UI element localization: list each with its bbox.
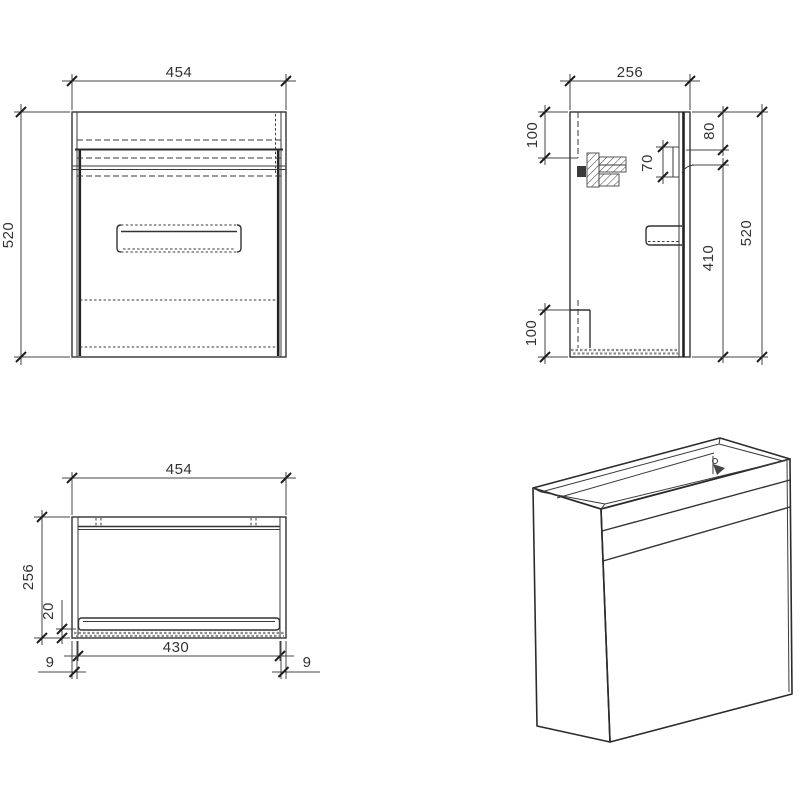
side-view: 256 100 70 80 <box>523 64 768 365</box>
dim-label-back-rail: 20 <box>40 602 57 620</box>
bottom-depth-dimension: 256 <box>20 510 70 645</box>
door-handle-recess <box>116 224 242 253</box>
dim-label-side-depth: 256 <box>617 64 644 81</box>
dim-label-side-height: 520 <box>738 220 755 247</box>
basin-top-face <box>532 437 791 510</box>
wall-bracket-detail <box>577 152 627 188</box>
side-height-dimension: 520 <box>692 104 768 365</box>
side-panel-face <box>532 487 611 743</box>
front-view-outline <box>71 111 287 358</box>
panel-right-dimension: 9 <box>272 641 320 679</box>
bottom-width-dimension: 454 <box>62 461 296 515</box>
dim-label-door-top-offset: 80 <box>701 122 718 140</box>
bracket-offset-dimension: 100 <box>524 105 578 165</box>
side-view-outline <box>569 111 691 358</box>
dim-label-bottom-width: 454 <box>166 461 193 478</box>
front-height-dimension: 520 <box>0 104 70 365</box>
dim-label-panel-left: 9 <box>46 654 55 671</box>
inner-width-dimension: 430 <box>64 639 294 662</box>
dim-label-bottom-depth: 256 <box>20 564 37 591</box>
basin-inner-rim <box>532 437 791 510</box>
dim-label-pipe-cutout: 100 <box>523 320 540 347</box>
front-view: 454 520 <box>0 64 296 365</box>
side-depth-dimension: 256 <box>560 64 700 110</box>
dim-label-panel-right: 9 <box>303 654 312 671</box>
front-face-details <box>601 460 791 693</box>
dim-label-handle-recess: 70 <box>639 154 656 172</box>
dim-label-front-width: 454 <box>166 64 193 81</box>
dim-label-front-height: 520 <box>0 222 17 249</box>
back-rail-dimension: 20 <box>40 600 76 644</box>
dim-label-door-height: 410 <box>700 245 717 272</box>
bottom-view-outline <box>71 516 287 639</box>
panel-left-dimension: 9 <box>38 641 86 679</box>
front-width-dimension: 454 <box>62 64 296 110</box>
handle-recess-profile <box>645 225 682 246</box>
dim-label-bracket-offset: 100 <box>524 122 541 149</box>
pipe-cutout-dimension: 100 <box>523 303 570 364</box>
perspective-view <box>532 437 793 743</box>
drain-fitting <box>712 456 725 475</box>
door-height-dimension: 410 <box>681 158 729 363</box>
bottom-view: 454 256 20 430 <box>20 461 320 679</box>
dim-label-inner-width: 430 <box>163 639 190 656</box>
handle-recess-dimension: 70 <box>639 140 679 184</box>
door-top-offset-dimension: 80 <box>686 106 729 156</box>
